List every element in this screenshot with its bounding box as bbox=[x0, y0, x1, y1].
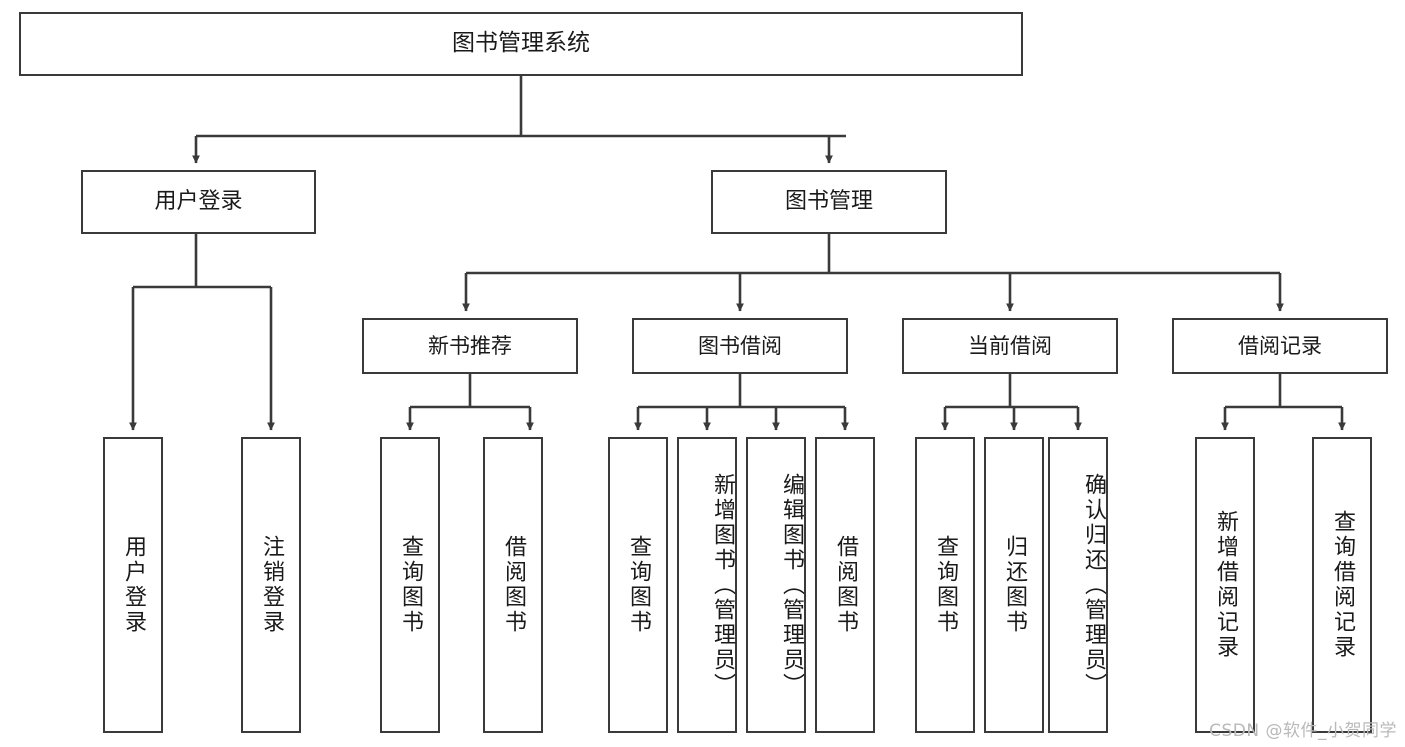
leaf-current-query-book[interactable]: 查询图书 bbox=[915, 437, 975, 733]
leaf-records-add-record[interactable]: 新增借阅记录 bbox=[1195, 437, 1255, 733]
leaf-user-login[interactable]: 用户登录 bbox=[103, 437, 163, 733]
leaf-recommend-borrow-book[interactable]: 借阅图书 bbox=[483, 437, 543, 733]
leaf-records-query-record[interactable]: 查询借阅记录 bbox=[1312, 437, 1372, 733]
node-borrow-records[interactable]: 借阅记录 bbox=[1172, 318, 1388, 374]
leaf-borrow-edit-book-admin[interactable]: 编辑图书（管理员） bbox=[746, 437, 806, 733]
leaf-user-logout[interactable]: 注销登录 bbox=[241, 437, 301, 733]
leaf-borrow-add-book-admin[interactable]: 新增图书（管理员） bbox=[677, 437, 737, 733]
leaf-current-return-book[interactable]: 归还图书 bbox=[984, 437, 1044, 733]
leaf-borrow-borrow-book[interactable]: 借阅图书 bbox=[815, 437, 875, 733]
node-book-management[interactable]: 图书管理 bbox=[711, 170, 947, 234]
node-root-system[interactable]: 图书管理系统 bbox=[19, 12, 1023, 76]
leaf-borrow-query-book[interactable]: 查询图书 bbox=[608, 437, 668, 733]
leaf-current-confirm-return-admin[interactable]: 确认归还（管理员） bbox=[1048, 437, 1108, 733]
node-user-login[interactable]: 用户登录 bbox=[81, 170, 316, 234]
node-current-borrow[interactable]: 当前借阅 bbox=[902, 318, 1118, 374]
node-book-borrow[interactable]: 图书借阅 bbox=[632, 318, 848, 374]
leaf-recommend-query-book[interactable]: 查询图书 bbox=[380, 437, 440, 733]
watermark-text: CSDN @软件_小贺同学 bbox=[1209, 721, 1397, 741]
node-new-book-recommend[interactable]: 新书推荐 bbox=[362, 318, 578, 374]
